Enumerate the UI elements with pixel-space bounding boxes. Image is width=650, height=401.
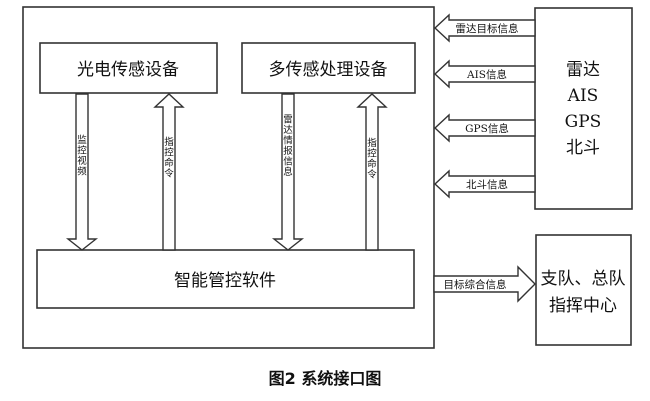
eo-device-label: 光电传感设备 — [77, 60, 179, 80]
ais-in-arrow — [433, 59, 536, 89]
eo-cmd-label: 指控命令 — [164, 136, 174, 180]
eo-video-label: 监控视频 — [77, 134, 87, 178]
software-box — [36, 249, 415, 309]
source-radar-label: 雷达 — [566, 60, 600, 80]
radar-target-label: 雷达目标信息 — [456, 22, 519, 35]
target-info-out-arrow — [433, 265, 536, 303]
beidou-in-arrow — [433, 169, 536, 199]
eo-video-down-arrow — [65, 93, 99, 251]
beidou-label: 北斗信息 — [466, 178, 508, 191]
source-beidou-label: 北斗 — [566, 138, 600, 158]
eo-device-box — [39, 42, 218, 94]
eo-cmd-up-arrow — [153, 93, 185, 251]
figure-caption: 图2 系统接口图 — [269, 369, 382, 388]
source-ais-label: AIS — [567, 86, 599, 106]
gps-label: GPS信息 — [465, 122, 509, 135]
command-center-box — [535, 234, 632, 346]
ms-radar-label: 雷达情报信息 — [283, 114, 293, 178]
external-sources-box — [534, 7, 633, 210]
source-gps-label: GPS — [565, 112, 602, 132]
ms-cmd-label: 指控命令 — [367, 137, 377, 181]
software-label: 智能管控软件 — [174, 271, 276, 291]
target-info-label: 目标综合信息 — [444, 278, 507, 291]
command-center-line2: 指挥中心 — [549, 296, 617, 316]
radar-target-in-arrow — [433, 13, 536, 43]
ms-radar-down-arrow — [271, 93, 305, 251]
ais-label: AIS信息 — [466, 68, 507, 81]
multi-sensor-label: 多传感处理设备 — [269, 60, 388, 80]
multi-sensor-box — [241, 42, 416, 94]
ms-cmd-up-arrow — [356, 93, 388, 251]
gps-in-arrow — [433, 113, 536, 143]
command-center-line1: 支队、总队 — [541, 269, 626, 289]
